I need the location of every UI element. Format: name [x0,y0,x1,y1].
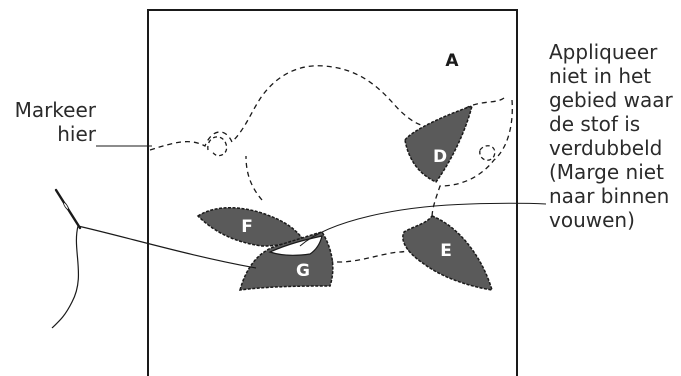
left-callout: Markeer hier [6,98,96,146]
right-callout-line: naar binnen [549,184,670,208]
leaf-d-label: D [433,147,447,167]
fabric-panel [147,9,518,376]
left-callout-line: Markeer [14,98,96,122]
leaf-e [402,215,494,291]
right-callout-line: gebied waar [549,88,673,112]
panel-label: A [445,51,459,71]
right-callout-line: (Marge niet [549,160,664,184]
right-callout-line: Appliqueer [549,40,658,64]
right-leader-line [299,202,547,247]
leaf-d [404,104,474,183]
marking-outline-loop [207,136,496,161]
right-callout-line: verdubbeld [549,136,663,160]
right-callout-line: vouwen) [549,208,635,232]
marking-outline [149,65,513,263]
leaf-e-label: E [440,241,452,261]
leaf-g-label: G [296,261,310,281]
leaf-f-label: F [241,217,253,237]
overlap-seam [268,235,323,256]
right-callout-line: de stof is [549,112,641,136]
thread [51,225,257,329]
right-callout: Appliqueer niet in het gebied waar de st… [549,40,681,232]
needle-eye-icon [63,202,69,210]
left-callout-line: hier [57,122,96,146]
right-callout-line: niet in het [549,64,652,88]
